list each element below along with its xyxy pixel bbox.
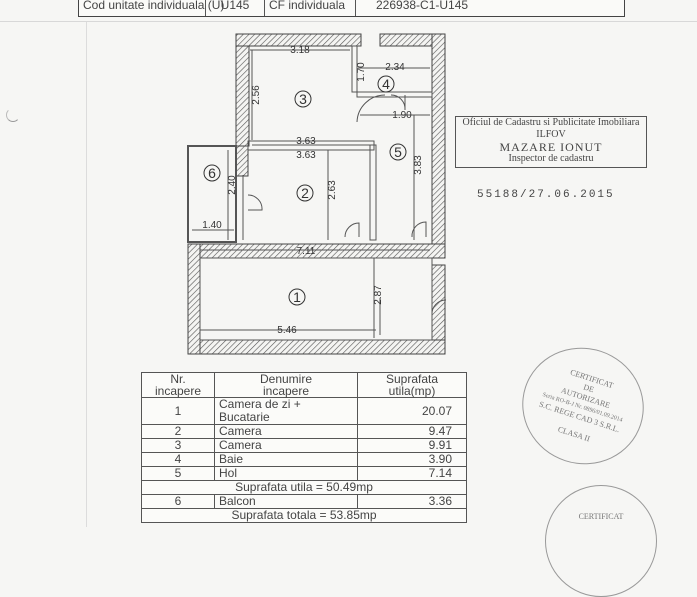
room-marker-4 [377,75,395,93]
svg-text:2.34: 2.34 [385,62,405,73]
room-number-5: 5 [394,144,402,160]
room-marker-3 [294,90,312,108]
svg-text:1.70: 1.70 [356,62,367,82]
svg-text:5.46: 5.46 [277,325,297,336]
cod-label: Cod unitate individuala (U) [79,0,224,16]
subtotal-row: Suprafata utila = 50.49mp [141,480,467,495]
svg-text:1.40: 1.40 [202,220,222,231]
svg-text:7.11: 7.11 [297,246,316,257]
stamp-inspector-name: MAZARE IONUT [499,140,603,154]
svg-text:3.83: 3.83 [413,155,424,175]
stamp-office: Oficiul de Cadastru si Publicitate Imobi… [462,117,640,128]
svg-text:2.40: 2.40 [227,175,238,195]
total-row: Suprafata totala = 53.85mp [141,508,467,523]
page-rule-vertical [86,22,87,527]
stamp-county: ILFOV [536,129,566,140]
unit-info-header: Cod unitate individuala (U) U145 CF indi… [78,0,625,17]
svg-text:3.63: 3.63 [296,150,316,161]
room-number-1: 1 [293,289,301,305]
room-marker-1 [288,288,306,306]
room-number-6: 6 [208,165,216,181]
header-nr: Nr.incapere [141,372,215,398]
svg-text:3.63: 3.63 [296,136,316,147]
room-number-2: 2 [301,185,309,201]
svg-text:2.56: 2.56 [251,85,262,105]
registration-number: 55188/27.06.2015 [477,189,615,201]
svg-text:1.90: 1.90 [392,110,412,121]
room-marker-5 [389,143,407,161]
room-number-4: 4 [382,76,390,92]
room-marker-6 [203,164,221,182]
room-number-3: 3 [299,91,307,107]
page-rule-horizontal [0,21,697,22]
cf-value: 226938-C1-U145 [376,0,469,12]
cf-label: CF individuala [265,0,356,16]
cadastre-inspector-stamp: Oficiul de Cadastru si Publicitate Imobi… [455,116,647,168]
floor-plan: 3 4 5 6 2 1 3.18 2.34 1.90 3.63 3.63 7.1… [187,33,447,355]
stamp-role: Inspector de cadastru [508,153,594,164]
punch-hole-mark [6,108,20,122]
svg-text:2.87: 2.87 [373,285,384,305]
room-marker-2 [296,184,314,202]
svg-text:3.18: 3.18 [290,45,310,56]
svg-text:2.63: 2.63 [327,180,338,200]
cod-value: U145 [206,0,265,16]
authorization-seal-2: CERTIFICAT [545,485,657,597]
